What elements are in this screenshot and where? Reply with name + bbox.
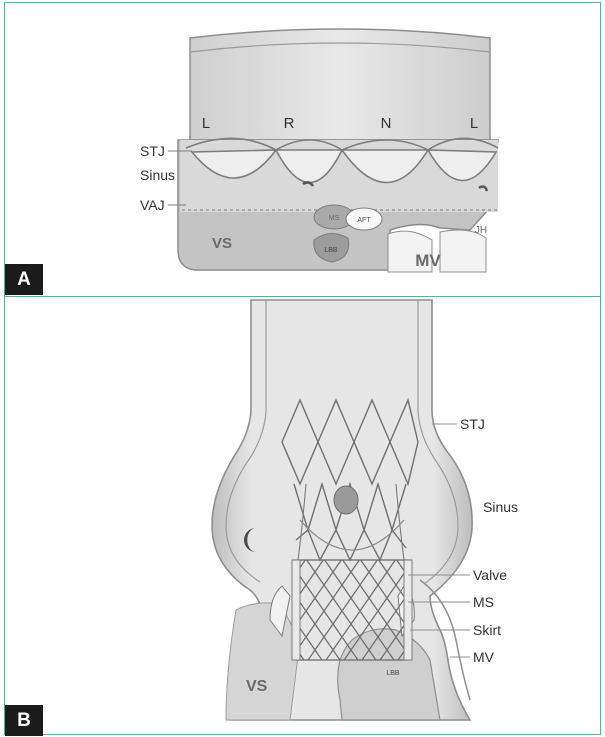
ventricular-septum-b [226,603,300,720]
label-vs-a: VS [212,235,232,252]
label-sinus-a: Sinus [140,167,175,183]
label-skirt-b: Skirt [473,622,501,638]
label-ms-a: MS [329,215,340,222]
label-lbb-a: LBB [324,247,338,254]
label-ms-b: MS [473,594,494,610]
panel-a-illustration: L R N L STJ Sinus VAJ VS MS AFT LBB MV J… [4,2,601,296]
cusp-label-l-left: L [202,115,210,132]
cusp-label-r: R [284,115,295,132]
cusp-label-n: N [381,115,392,132]
label-mv-b: MV [473,649,495,665]
label-lbb-b: LBB [386,670,400,677]
panel-label-b: B [5,705,43,736]
label-mv-a: MV [415,251,441,270]
cusp-label-l-right: L [470,115,478,132]
panel-label-a: A [5,264,43,295]
label-stj-a: STJ [140,143,165,159]
label-stj-b: STJ [460,416,485,432]
label-aft-a: AFT [357,217,371,224]
label-jh-a: JH [475,225,487,236]
aortic-wall-a [190,29,490,140]
label-valve-b: Valve [473,567,507,583]
label-vaj-a: VAJ [140,197,165,213]
panel-divider [4,296,601,297]
label-vs-b: VS [246,678,268,695]
stent-body-b [296,560,408,660]
panel-b-illustration: STJ Sinus Valve MS Skirt MV VS LBB [4,298,601,735]
label-sinus-b: Sinus [483,499,518,515]
